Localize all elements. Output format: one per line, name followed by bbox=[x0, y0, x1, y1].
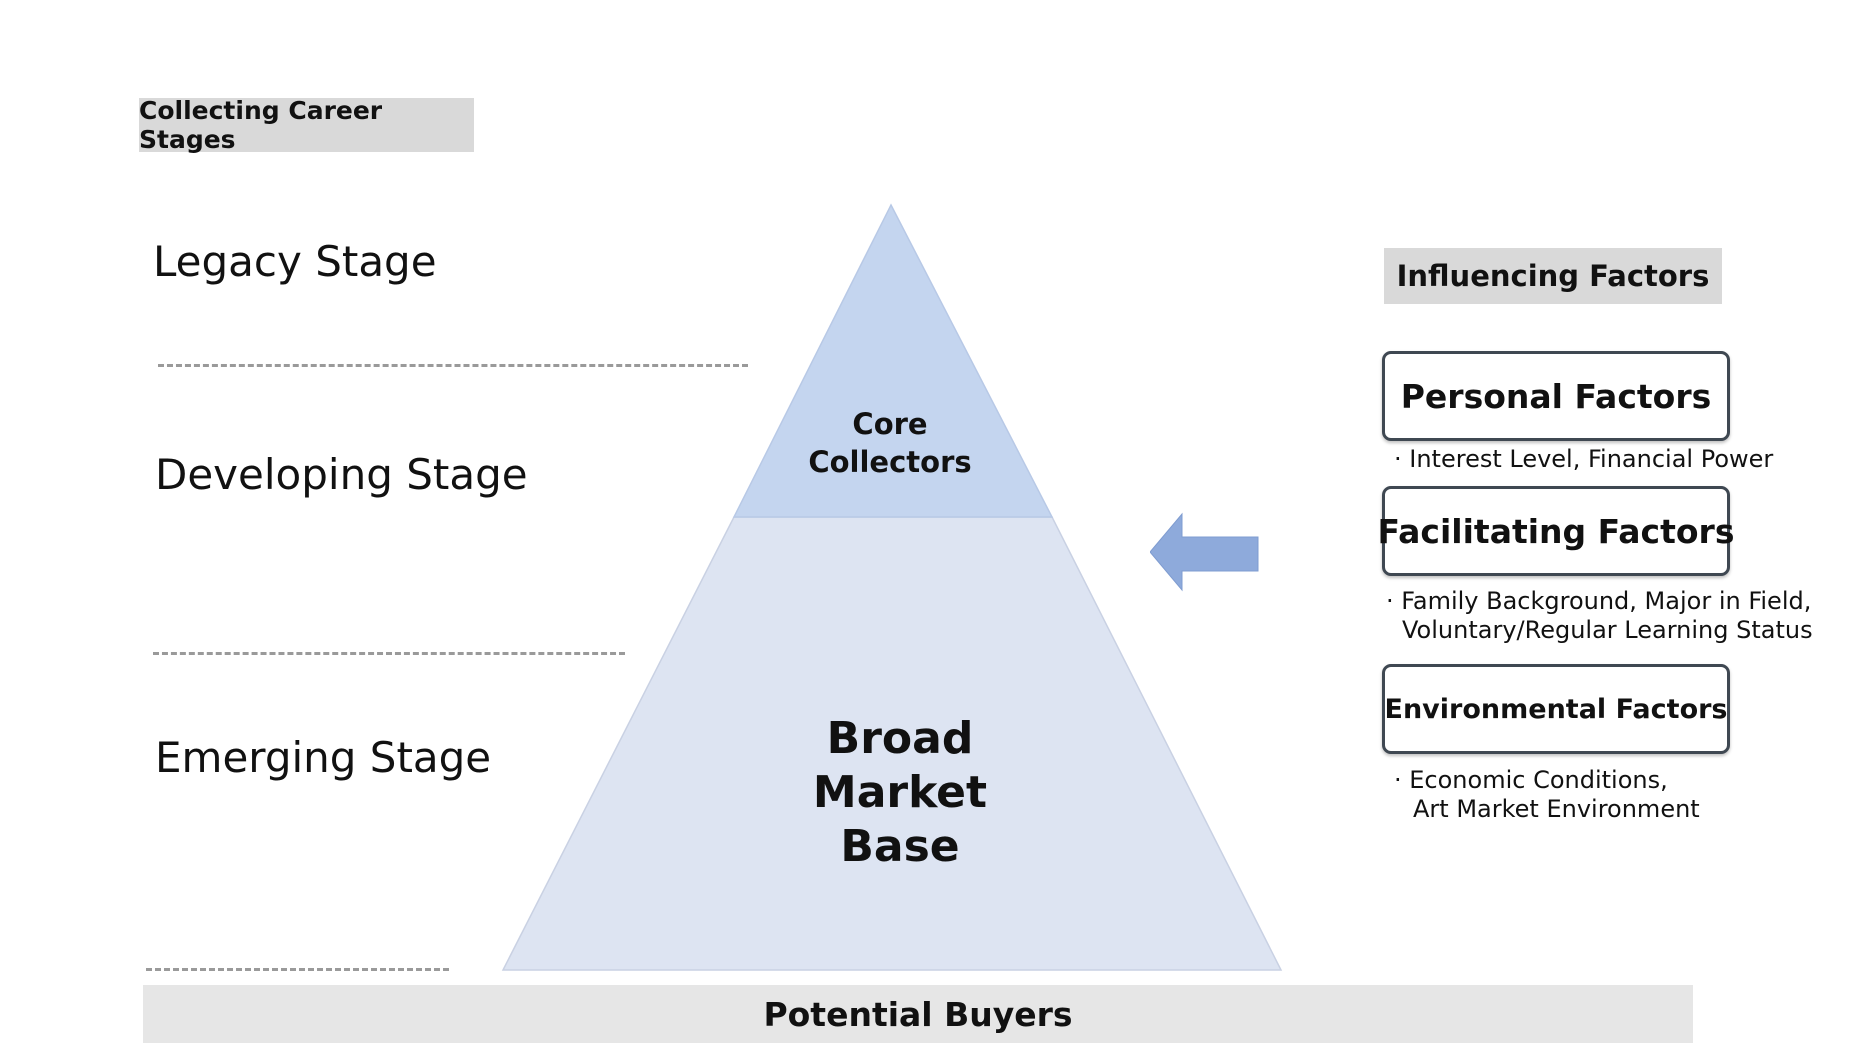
stage-divider-legacy bbox=[158, 364, 748, 367]
facilitating-factors-desc: · Family Background, Major in Field, Vol… bbox=[1386, 587, 1813, 645]
environmental-desc-line2: Art Market Environment bbox=[1413, 795, 1700, 823]
pyramid-top-segment bbox=[732, 203, 1054, 518]
environmental-factors-desc: · Economic Conditions, Art Market Enviro… bbox=[1394, 766, 1700, 824]
base-label-line2: Market bbox=[812, 767, 988, 818]
diagram-header: Collecting Career Stages bbox=[139, 96, 474, 154]
facilitating-desc-line1: · Family Background, Major in Field, bbox=[1386, 587, 1812, 615]
broad-market-base-label: Broad Market Base bbox=[780, 712, 1020, 874]
environmental-factors-box: Environmental Factors bbox=[1382, 664, 1730, 754]
facilitating-desc-line2: Voluntary/Regular Learning Status bbox=[1402, 616, 1813, 644]
core-label-line1: Core bbox=[852, 407, 928, 441]
base-label-line3: Base bbox=[840, 821, 960, 872]
personal-factors-box: Personal Factors bbox=[1382, 351, 1730, 441]
core-collectors-label: Core Collectors bbox=[790, 405, 990, 481]
potential-buyers-bar: Potential Buyers bbox=[143, 985, 1693, 1043]
stage-divider-developing bbox=[153, 652, 625, 655]
base-label-line1: Broad bbox=[826, 713, 974, 764]
stage-label-legacy: Legacy Stage bbox=[153, 237, 437, 286]
personal-factors-desc: · Interest Level, Financial Power bbox=[1394, 445, 1774, 473]
stage-label-developing: Developing Stage bbox=[155, 450, 528, 499]
stage-divider-emerging bbox=[146, 968, 449, 971]
facilitating-factors-box: Facilitating Factors bbox=[1378, 486, 1734, 576]
influencing-factors-title: Influencing Factors bbox=[1384, 248, 1722, 304]
environmental-desc-line1: · Economic Conditions, bbox=[1394, 766, 1668, 794]
stage-label-emerging: Emerging Stage bbox=[155, 733, 492, 782]
core-label-line2: Collectors bbox=[808, 445, 972, 479]
left-arrow-icon bbox=[1150, 512, 1259, 592]
